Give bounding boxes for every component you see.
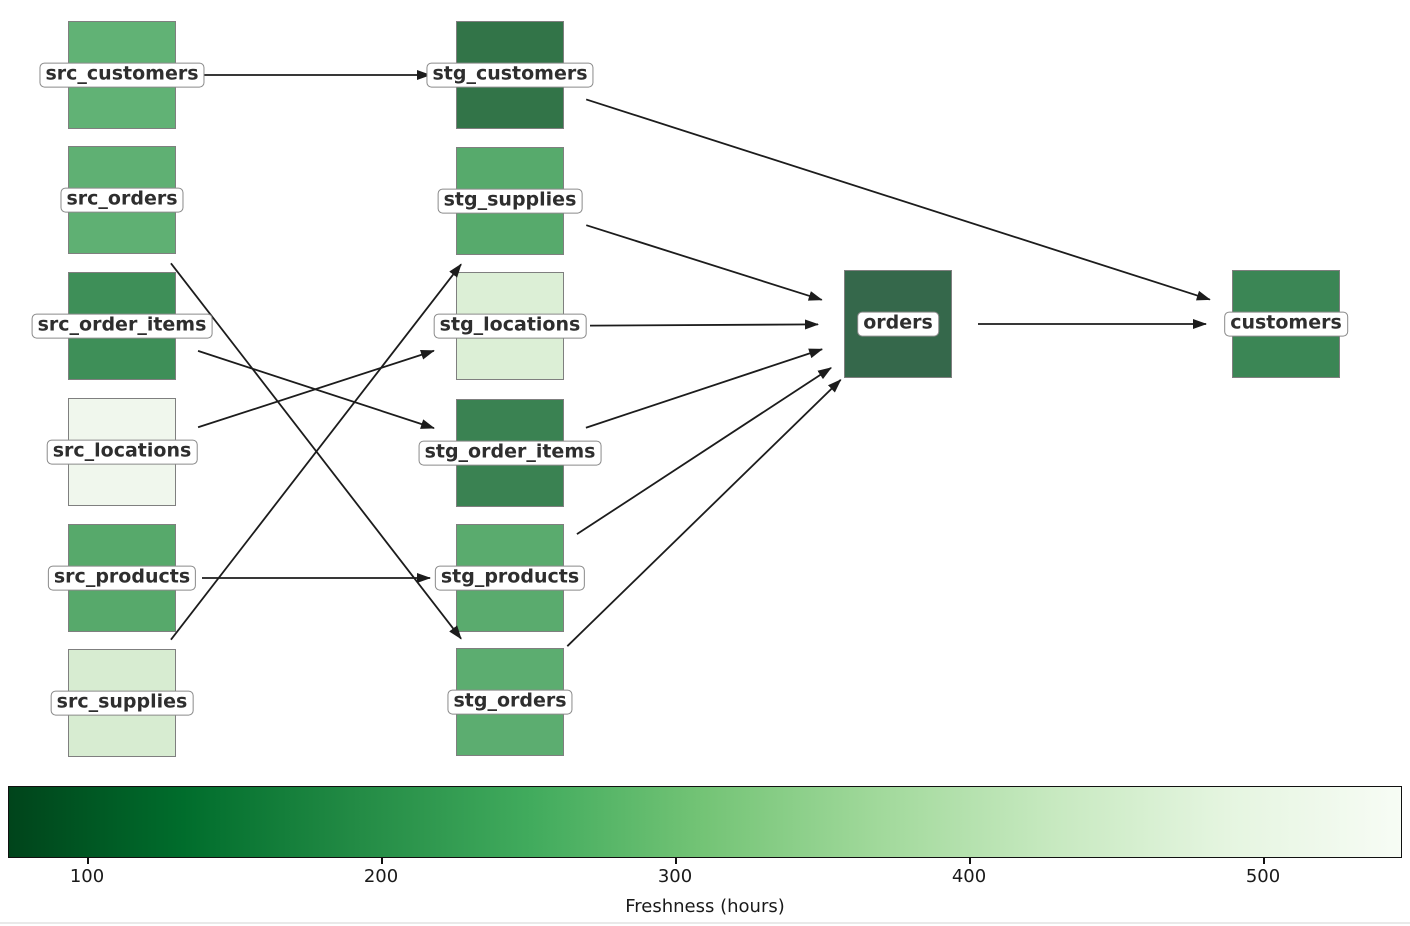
colorbar-tick-300 [675,858,677,864]
node-label-src_supplies: src_supplies [50,690,194,716]
colorbar-tick-label-500: 500 [1245,866,1281,887]
colorbar-tick-label-300: 300 [657,866,693,887]
node-label-src_orders: src_orders [60,187,184,213]
window-bottom-edge [0,922,1410,924]
node-label-stg_supplies: stg_supplies [437,188,583,214]
node-label-src_locations: src_locations [46,439,198,465]
colorbar-axis-label: Freshness (hours) [625,896,785,917]
node-label-stg_products: stg_products [434,565,586,591]
edge-stg_order_items-to-orders [585,348,824,429]
colorbar-tick-label-200: 200 [363,866,399,887]
node-label-stg_orders: stg_orders [447,689,573,715]
edge-stg_supplies-to-orders [585,224,823,301]
edge-stg_customers-to-customers [585,98,1211,301]
node-label-stg_customers: stg_customers [426,62,594,88]
edge-stg_products-to-orders [576,367,832,535]
node-label-customers: customers [1224,311,1348,337]
edge-stg_orders-to-orders [566,379,842,647]
colorbar-tick-label-400: 400 [951,866,987,887]
node-label-stg_order_items: stg_order_items [418,440,602,466]
node-label-src_order_items: src_order_items [31,313,213,339]
node-label-stg_locations: stg_locations [433,313,587,339]
edge-src_locations-to-stg_locations [197,349,435,429]
edge-src_supplies-to-stg_supplies [170,263,462,641]
colorbar-tick-100 [87,858,89,864]
node-label-orders: orders [857,311,939,337]
colorbar-tick-200 [381,858,383,864]
colorbar-tick-label-100: 100 [69,866,105,887]
colorbar-tick-500 [1263,858,1265,864]
edge-stg_locations-to-orders [589,319,820,330]
colorbar-gradient [8,786,1402,858]
node-label-src_products: src_products [47,565,197,591]
node-label-src_customers: src_customers [39,62,205,88]
colorbar-tick-400 [969,858,971,864]
